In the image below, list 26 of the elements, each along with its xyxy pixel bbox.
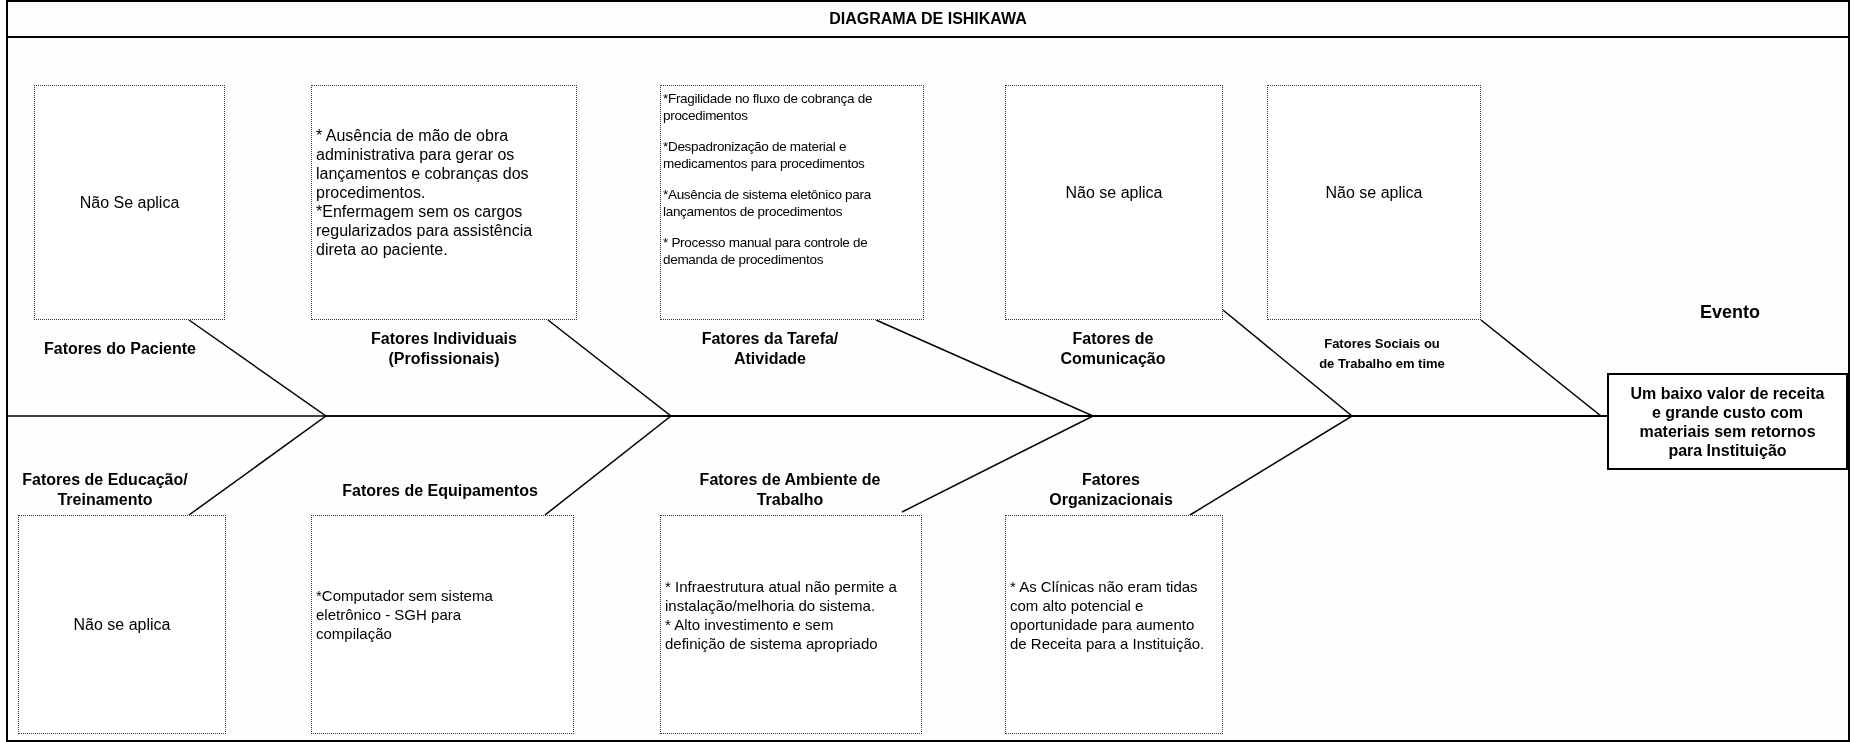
category-label: Fatores Organizacionais [1048, 470, 1174, 510]
cause-text: *Enfermagem sem os cargos regularizados para assistência direta ao paciente. [316, 202, 534, 259]
cause-text: * Alto investimento e sem definição de sistema apropriado [665, 614, 879, 653]
category-label: Fatores Sociais ou de Trabalho em time [1318, 335, 1446, 373]
category-label: Fatores de Ambiente de Trabalho [698, 470, 882, 510]
category-label: Fatores de Educação/ Treinamento [21, 470, 189, 510]
cause-text: * Processo manual para controle de demanda de procedimentos [663, 234, 869, 268]
category-label: Fatores da Tarefa/ Atividade [700, 329, 840, 369]
cause-text: * As Clínicas não eram tidas com alto potencial e oportunidade para aumento de Receita para a Instituição. [1010, 576, 1206, 653]
cause-text: *Fragilidade no fluxo de cobrança de procedimentos [663, 90, 874, 124]
cause-text: Não se aplica [73, 614, 171, 635]
effect-text: Um baixo valor de receita e grande custo com materiais sem retornos para Instituição [1629, 383, 1826, 460]
cause-text: * Ausência de mão de obra administrativa para gerar os lançamentos e cobranças dos procedimentos. [316, 126, 530, 202]
category-label: Fatores de Equipamentos [341, 481, 539, 501]
title-bar: DIAGRAMA DE ISHIKAWA [6, 0, 1850, 38]
effect-heading: Evento [1699, 301, 1761, 324]
category-label: Fatores do Paciente [42, 339, 197, 359]
cause-text: Não se aplica [1325, 182, 1423, 203]
category-label: Fatores Individuais (Profissionais) [370, 329, 518, 369]
cause-text: Não se aplica [1065, 182, 1163, 203]
cause-text: *Ausência de sistema eletônico para lançamentos de procedimentos [663, 186, 872, 220]
cause-text: * Infraestrutura atual não permite a instalação/melhoria do sistema. [665, 576, 897, 615]
cause-text: Não Se aplica [79, 192, 180, 213]
cause-text: *Computador sem sistema eletrônico - SGH para compilação [316, 586, 494, 643]
cause-text: *Despadronização de material e medicamentos para procedimentos [663, 138, 866, 172]
category-label: Fatores de Comunicação [1059, 329, 1167, 369]
